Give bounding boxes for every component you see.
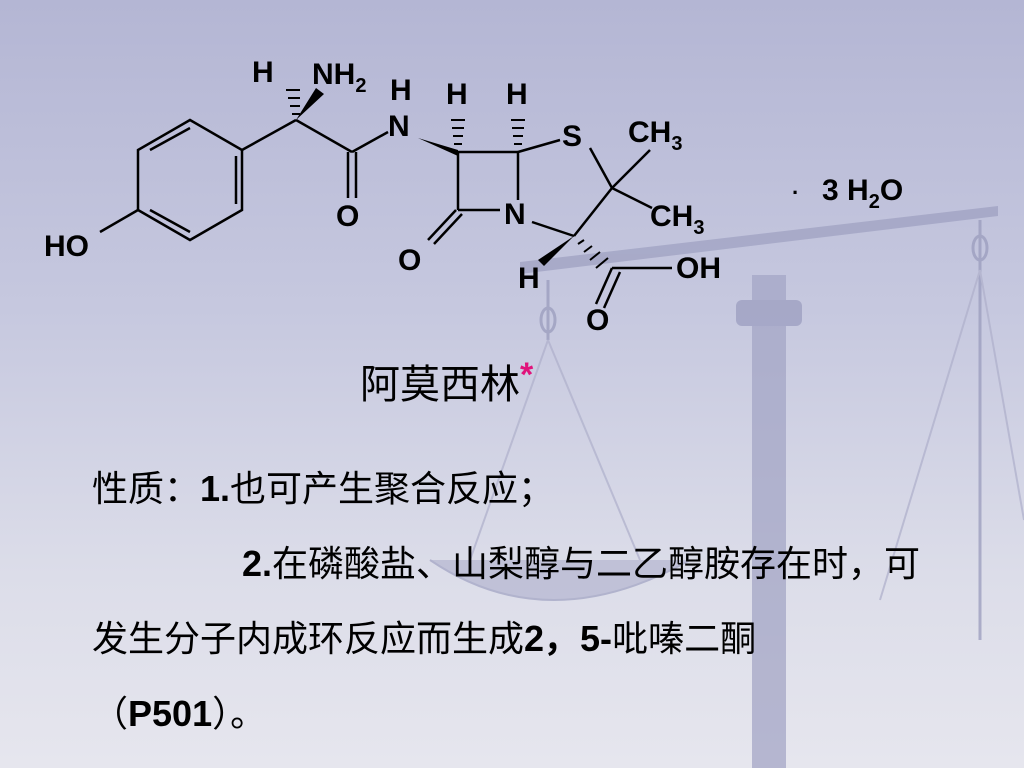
label-ho: HO <box>44 230 89 263</box>
label-h-amide: H <box>390 74 412 107</box>
label-hydrate-dot: · <box>792 180 799 205</box>
label-nh2: NH2 <box>312 58 366 97</box>
property-number-2-5: 2，5- <box>524 618 613 659</box>
property-paragraph-2: 2.在磷酸盐、山梨醇与二乙醇胺存在时，可发生分子内成环反应而生成2，5-吡嗪二酮… <box>92 527 922 752</box>
label-o-amide: O <box>336 200 359 233</box>
label-o-lactam: O <box>398 244 421 277</box>
label-h-c6: H <box>446 78 468 111</box>
label-sulfur: S <box>562 120 582 153</box>
label-n-ring: N <box>504 198 526 231</box>
bonds <box>99 118 672 309</box>
label-h-c3: H <box>518 262 540 295</box>
label-h-c5: H <box>506 78 528 111</box>
page-reference: P501 <box>128 693 213 734</box>
property-text-2: 在磷酸盐、山梨醇与二乙醇胺存在时，可发生分子内成环反应而生成 <box>92 544 921 660</box>
atom-labels: H NH2 H N H H S CH3 · 3 H2O O N CH3 HO O… <box>44 56 903 337</box>
stereo-bonds <box>286 88 609 269</box>
label-o-acid: O <box>586 304 609 337</box>
label-ch3-top: CH3 <box>628 116 682 155</box>
label-n-amide: N <box>388 110 410 143</box>
property-text-1: 也可产生聚合反应； <box>230 469 555 510</box>
property-line-1: 性质：1.也可产生聚合反应； <box>92 452 922 527</box>
asterisk-marker: * <box>520 356 534 394</box>
label-h-alpha: H <box>252 56 274 89</box>
label-ch3-mid: CH3 <box>650 200 704 239</box>
compound-name: 阿莫西林* <box>360 352 533 410</box>
properties-text: 性质：1.也可产生聚合反应； 2.在磷酸盐、山梨醇与二乙醇胺存在时，可发生分子内… <box>92 452 922 752</box>
label-oh: OH <box>676 252 721 285</box>
property-number-1: 1. <box>200 468 231 509</box>
amoxicillin-structure: H NH2 H N H H S CH3 · 3 H2O O N CH3 HO O… <box>44 56 903 337</box>
compound-name-text: 阿莫西林 <box>360 362 520 408</box>
property-text-2-end: ）。 <box>212 694 267 735</box>
label-hydrate: 3 H2O <box>822 174 903 213</box>
property-number-2: 2. <box>242 543 273 584</box>
property-text-2b: 吡嗪二酮（ <box>92 619 757 735</box>
property-prefix: 性质： <box>92 469 201 510</box>
